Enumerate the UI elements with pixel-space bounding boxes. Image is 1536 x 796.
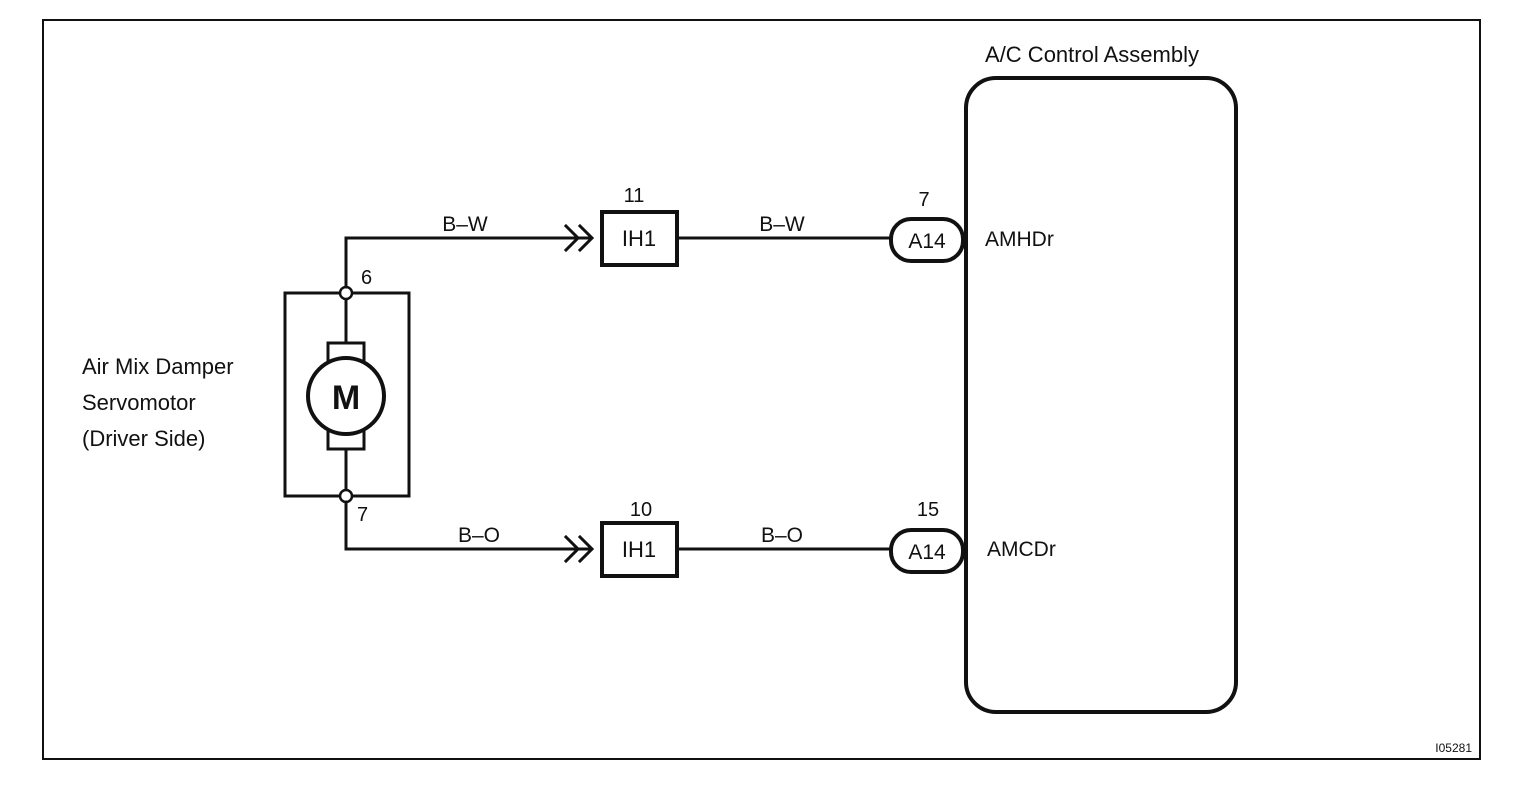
terminal-name-label: AMHDr: [985, 228, 1054, 251]
wire-color-label: B–W: [759, 213, 805, 236]
servomotor-name: Air Mix Damper Servomotor (Driver Side): [82, 354, 234, 451]
motor-symbol: M: [332, 379, 360, 417]
terminal-7-icon: [338, 488, 354, 504]
assembly-title: A/C Control Assembly: [985, 42, 1199, 67]
junction-pin-label: 10: [630, 499, 652, 521]
servomotor-name-line-1: Air Mix Damper: [82, 354, 234, 379]
servomotor-component: M 6 7: [283, 267, 411, 526]
connector-chevron-icon: [577, 223, 595, 253]
ecu-pin-label: 15: [917, 499, 939, 521]
wire-color-label: B–W: [442, 213, 488, 236]
wire-color-label: B–O: [761, 524, 803, 547]
pin-top-label: 6: [361, 267, 372, 289]
junction-connector-label: IH1: [622, 226, 656, 251]
motor-icon: [306, 356, 386, 436]
figure-id: I05281: [1435, 741, 1472, 755]
servomotor-name-line-2: Servomotor: [82, 390, 196, 415]
diagram-frame: [42, 19, 1481, 760]
connector-chevron-icon: [563, 223, 581, 253]
terminal-name-label: AMCDr: [987, 538, 1056, 561]
junction-connector-label: IH1: [622, 537, 656, 562]
pin-bottom-label: 7: [357, 504, 368, 526]
ac-control-assembly-box: [964, 76, 1238, 714]
servomotor-name-line-3: (Driver Side): [82, 426, 205, 451]
wire-color-label: B–O: [458, 524, 500, 547]
circuit-amhdr: B–W IH1 11 B–W A14 7 AMHDr: [344, 185, 1054, 289]
connector-chevron-icon: [563, 534, 581, 564]
terminal-6-icon: [338, 285, 354, 301]
ecu-pin-label: 7: [918, 189, 929, 211]
ecu-connector-oval: [889, 217, 965, 263]
junction-pin-label: 11: [624, 185, 645, 207]
ecu-connector-label: A14: [908, 541, 946, 564]
circuit-amcdr: B–O IH1 10 B–O A14 15 AMCDr: [344, 499, 1056, 578]
ecu-connector-label: A14: [908, 230, 946, 253]
ecu-connector-oval: [889, 528, 965, 574]
connector-chevron-icon: [577, 534, 595, 564]
